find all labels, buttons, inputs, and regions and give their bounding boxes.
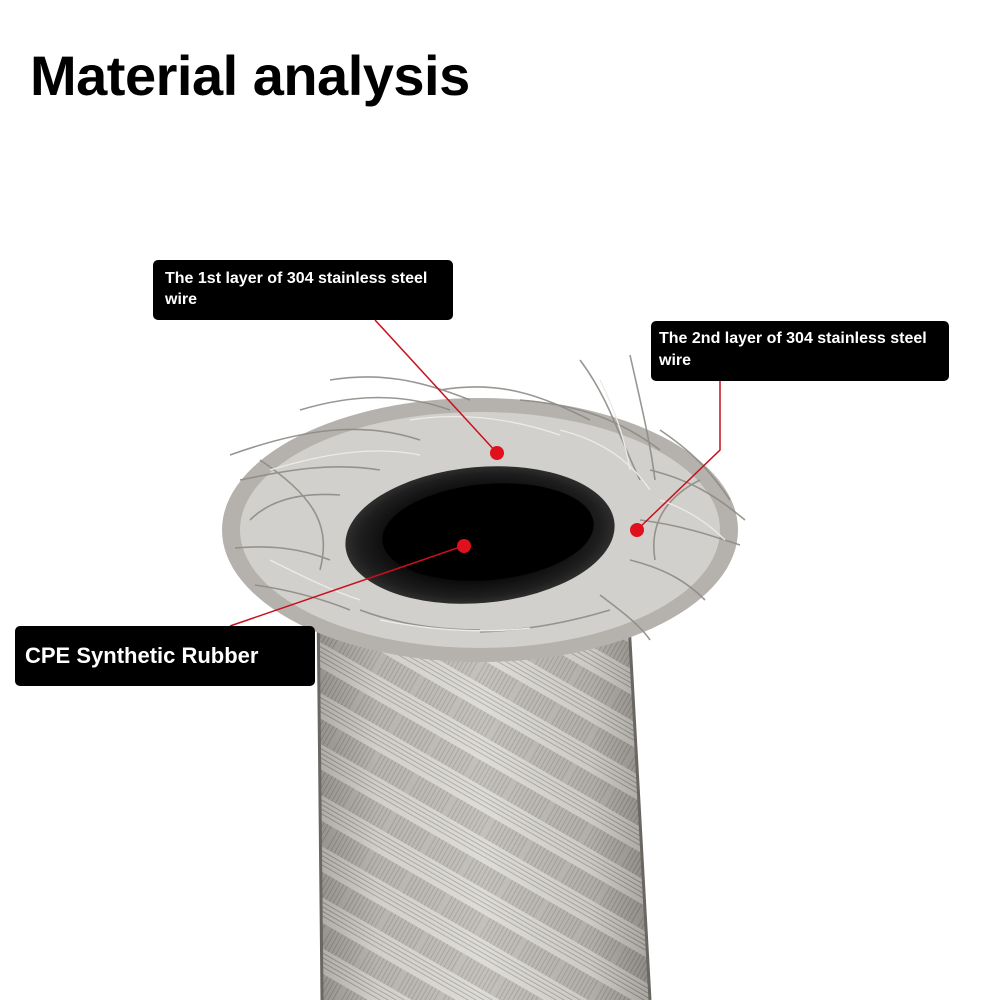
leader-lines	[229, 319, 721, 627]
leader-line-second-layer	[636, 381, 721, 531]
callout-second-layer: The 2nd layer of 304 stainless steel wir…	[651, 321, 949, 381]
marker-first-layer	[490, 446, 504, 460]
leader-line-first-layer	[374, 319, 498, 454]
leader-line-rubber	[229, 545, 464, 627]
hose-body	[316, 599, 652, 1000]
page-title: Material analysis	[30, 44, 470, 107]
rubber-tube	[345, 466, 615, 604]
callout-first-layer: The 1st layer of 304 stainless steel wir…	[153, 260, 453, 320]
marker-second-layer	[630, 523, 644, 537]
marker-rubber	[457, 539, 471, 553]
wire-strands-light	[269, 379, 726, 632]
callout-rubber: CPE Synthetic Rubber	[15, 626, 315, 686]
